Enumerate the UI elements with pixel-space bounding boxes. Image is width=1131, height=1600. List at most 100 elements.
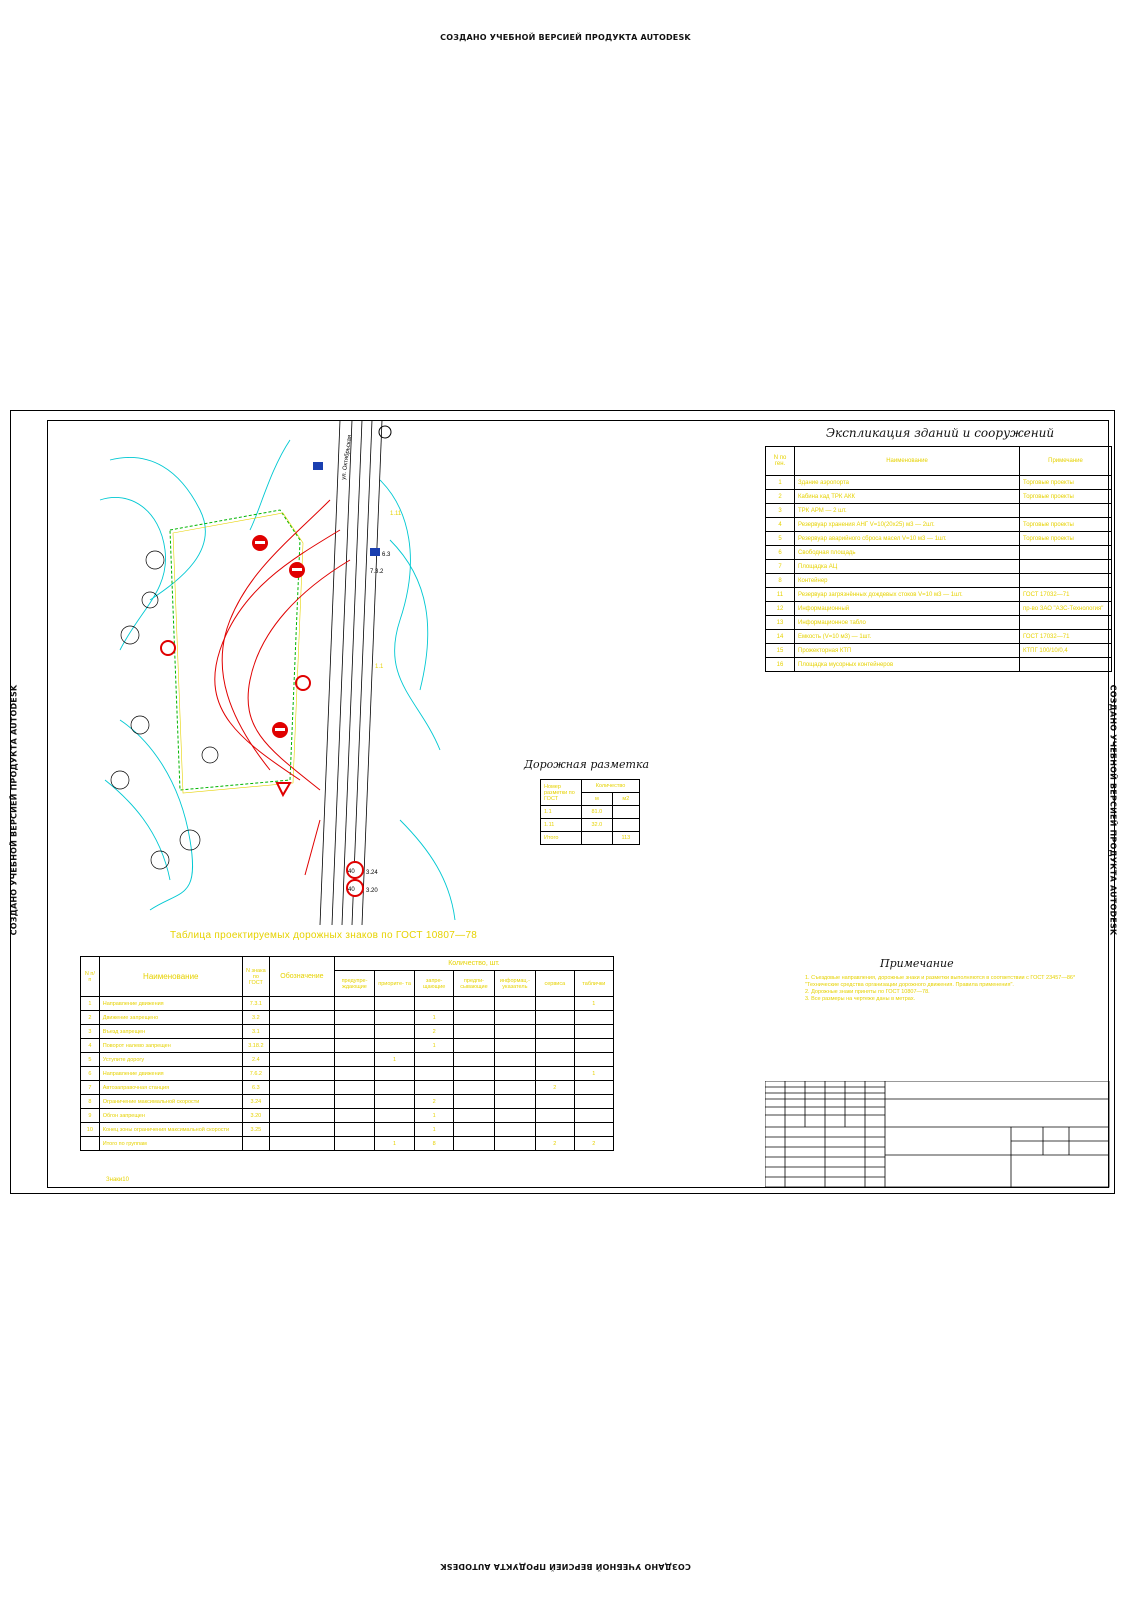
- signs-subheader: запре- щающие: [414, 970, 455, 997]
- signs-cell-quantity: [374, 1080, 416, 1095]
- signs-cell-num: 4: [80, 1038, 100, 1053]
- marking-cell-m: 32.0: [581, 818, 613, 832]
- signs-cell-quantity: 2: [573, 1136, 615, 1151]
- signs-cell-quantity: 2: [414, 1094, 455, 1109]
- signs-cell-designation: [268, 1108, 335, 1123]
- signs-subheader: таблички: [573, 970, 615, 997]
- signs-cell-num: 8: [80, 1094, 100, 1109]
- explication-cell-num: 15: [765, 643, 795, 658]
- drawing-frame: [47, 420, 1109, 1188]
- signs-header-name: Наименование: [98, 956, 243, 997]
- signs-cell-quantity: [493, 1080, 537, 1095]
- signs-cell-quantity: [493, 1122, 537, 1137]
- signs-header-num: N п/п: [80, 956, 100, 997]
- explication-cell-note: Торговые проекты: [1019, 531, 1112, 546]
- signs-cell-quantity: [453, 1094, 495, 1109]
- signs-cell-gost: 2.4: [241, 1052, 270, 1067]
- explication-cell-name: Контейнер: [794, 573, 1020, 588]
- signs-cell-quantity: 1: [414, 1122, 455, 1137]
- explication-cell-num: 11: [765, 587, 795, 602]
- signs-header-gost: N знака по ГОСТ: [241, 956, 270, 997]
- signs-cell-quantity: [374, 1122, 416, 1137]
- signs-cell-quantity: [573, 1010, 615, 1025]
- signs-cell-name: Уступите дорогу: [98, 1052, 243, 1067]
- signs-cell-quantity: [453, 1038, 495, 1053]
- road-marking-table: Номер разметки по ГОСТ Количество м м2 1…: [540, 779, 641, 845]
- signs-cell-gost: 3.2: [241, 1010, 270, 1025]
- watermark-top: СОЗДАНО УЧЕБНОЙ ВЕРСИЕЙ ПРОДУКТА AUTODES…: [440, 33, 691, 42]
- signs-cell-quantity: [333, 1094, 376, 1109]
- sign-code-324: 3.24: [366, 870, 378, 876]
- signs-cell-quantity: [453, 1122, 495, 1137]
- signs-cell-quantity: [573, 1038, 615, 1053]
- title-block: [765, 1081, 1110, 1188]
- marking-cell-m: 81.0: [581, 805, 613, 819]
- signs-cell-quantity: [453, 1136, 495, 1151]
- signs-cell-quantity: [493, 1136, 537, 1151]
- signs-subheader: информац.- указатель: [493, 970, 537, 997]
- explication-cell-num: 1: [765, 475, 795, 490]
- signs-cell-designation: [268, 1094, 335, 1109]
- explication-cell-num: 16: [765, 657, 795, 672]
- signs-subheader: сервиса: [535, 970, 575, 997]
- signs-cell-quantity: 1: [414, 1010, 455, 1025]
- signs-cell-quantity: [453, 996, 495, 1011]
- signs-cell-quantity: [453, 1052, 495, 1067]
- signs-cell-quantity: [333, 1122, 376, 1137]
- signs-cell-num: 9: [80, 1108, 100, 1123]
- signs-table: N п/п Наименование N знака по ГОСТ Обозн…: [80, 956, 615, 1151]
- signs-cell-quantity: [535, 996, 575, 1011]
- signs-subheader: предупре- ждающие: [333, 970, 376, 997]
- explication-cell-name: Свободная площадь: [794, 545, 1020, 560]
- signs-cell-gost: 7.3.1: [241, 996, 270, 1011]
- road-marking-title: Дорожная разметка: [524, 758, 650, 771]
- signs-cell-quantity: [453, 1024, 495, 1039]
- signs-subheader: предпи- сывающие: [453, 970, 495, 997]
- signs-cell-quantity: 1: [414, 1038, 455, 1053]
- signs-cell-quantity: [535, 1094, 575, 1109]
- signs-cell-quantity: 1: [414, 1108, 455, 1123]
- explication-cell-name: Прожекторная КТП: [794, 643, 1020, 658]
- explication-title: Экспликация зданий и сооружений: [825, 426, 1055, 440]
- signs-cell-gost: 3.20: [241, 1108, 270, 1123]
- signs-cell-quantity: [493, 1038, 537, 1053]
- signs-cell-name: Обгон запрещен: [98, 1108, 243, 1123]
- signs-cell-designation: [268, 1066, 335, 1081]
- signs-cell-quantity: [374, 1038, 416, 1053]
- signs-cell-quantity: [414, 1080, 455, 1095]
- signs-cell-gost: 3.24: [241, 1094, 270, 1109]
- signs-cell-quantity: [535, 1010, 575, 1025]
- explication-cell-name: Кабина кад ТРК АКК: [794, 489, 1020, 504]
- signs-cell-gost: 3.1: [241, 1024, 270, 1039]
- marking-label-111: 1.11: [390, 511, 402, 517]
- signs-cell-designation: [268, 1038, 335, 1053]
- signs-cell-quantity: 8: [414, 1136, 455, 1151]
- marking-label-11: 1.1: [375, 664, 384, 670]
- signs-cell-gost: 3.18.2: [241, 1038, 270, 1053]
- explication-header-num: N по ген.: [765, 446, 795, 476]
- signs-cell-num: 6: [80, 1066, 100, 1081]
- signs-cell-quantity: 2: [535, 1080, 575, 1095]
- explication-header-name: Наименование: [794, 446, 1020, 476]
- explication-cell-name: Здание аэропорта: [794, 475, 1020, 490]
- signs-cell-name: Автозаправочная станция: [98, 1080, 243, 1095]
- signs-cell-quantity: [414, 1066, 455, 1081]
- signs-cell-quantity: [333, 1136, 376, 1151]
- sign-code-732: 7.3.2: [370, 569, 384, 575]
- signs-table-title: Таблица проектируемых дорожных знаков по…: [170, 930, 478, 941]
- signs-cell-quantity: [493, 996, 537, 1011]
- sign-code-63: 6.3: [382, 552, 391, 558]
- signs-cell-quantity: [535, 1024, 575, 1039]
- explication-cell-name: Резервуар загрязнённых дождевых стоков V…: [794, 587, 1020, 602]
